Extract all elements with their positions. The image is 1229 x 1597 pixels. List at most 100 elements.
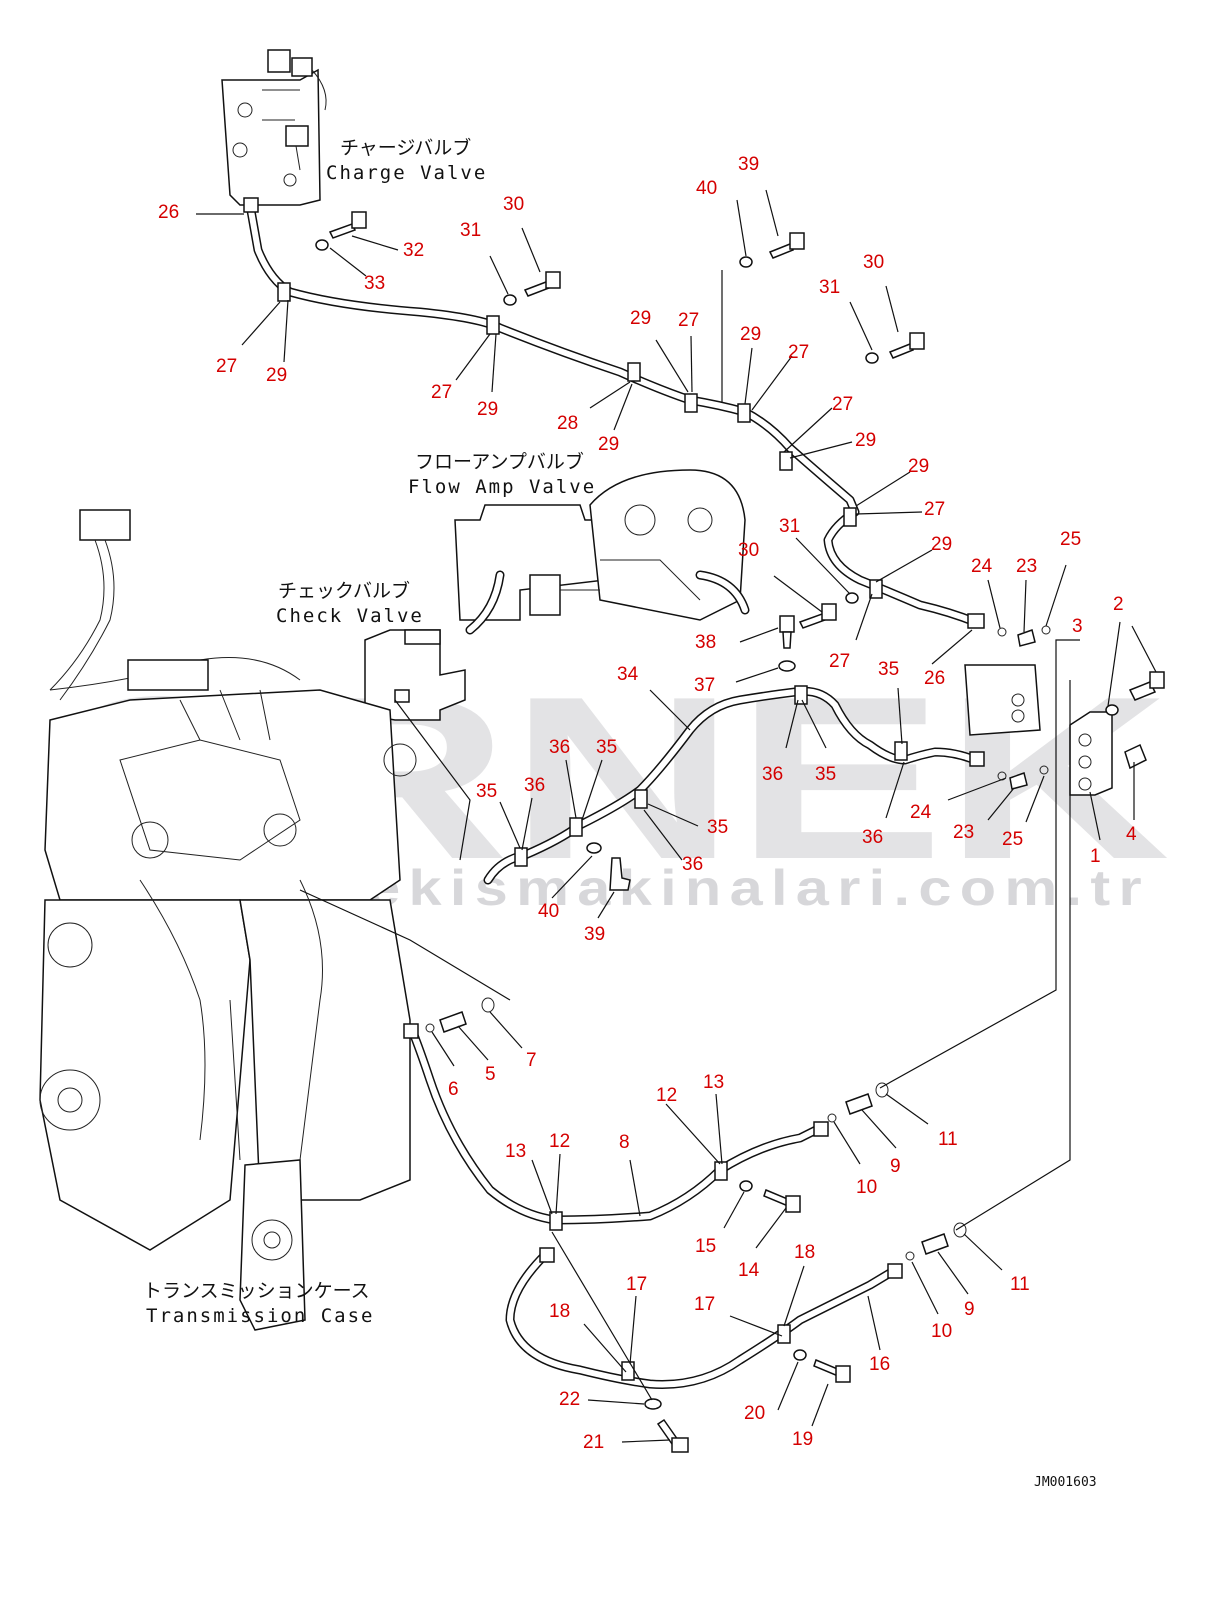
lower-hose-8: [403, 1023, 829, 1231]
flow-amp-valve-drawing: [454, 469, 750, 635]
callout: 30: [503, 194, 524, 215]
flow-amp-valve-label-en: Flow Amp Valve: [408, 476, 596, 498]
transmission-case-label-ja: トランスミッションケース: [143, 1280, 370, 1302]
callout: 27: [832, 394, 853, 415]
callout: 12: [656, 1085, 677, 1106]
part-number-callouts: 26 27 29 30 31 32 33 30 31 27 29 28 29 2…: [158, 154, 1137, 1453]
callout: 32: [403, 240, 424, 261]
callout: 13: [703, 1072, 724, 1093]
callout: 13: [505, 1141, 526, 1162]
callout: 39: [738, 154, 759, 175]
callout: 37: [694, 675, 715, 696]
callout: 33: [364, 273, 385, 294]
callout: 27: [829, 651, 850, 672]
callout: 11: [1010, 1274, 1030, 1295]
callout: 29: [855, 430, 876, 451]
callout: 19: [792, 1429, 813, 1450]
callout: 36: [524, 775, 545, 796]
callout: 18: [549, 1301, 570, 1322]
callout: 29: [740, 324, 761, 345]
callout: 26: [924, 668, 945, 689]
callout: 7: [526, 1050, 537, 1071]
callout: 35: [878, 659, 899, 680]
callout: 16: [869, 1354, 890, 1375]
callout: 29: [477, 399, 498, 420]
callout: 36: [549, 737, 570, 758]
manifold-block: [964, 625, 1165, 796]
charge-valve-drawing: [221, 49, 327, 206]
callout: 29: [598, 434, 619, 455]
callout: 27: [431, 382, 452, 403]
callout: 4: [1126, 824, 1137, 845]
callout: 24: [910, 802, 932, 823]
callout: 29: [908, 456, 929, 477]
flow-amp-valve-label-ja: フローアンプバルブ: [415, 450, 584, 473]
callout: 29: [266, 365, 287, 386]
callout: 30: [738, 540, 759, 561]
callout: 5: [485, 1064, 496, 1085]
callout: 36: [862, 827, 883, 848]
callout: 36: [682, 854, 703, 875]
transmission-case-drawing: [39, 509, 417, 1331]
callout: 8: [619, 1132, 630, 1153]
callout: 25: [1060, 529, 1081, 550]
callout: 36: [762, 764, 783, 785]
callout: 14: [738, 1260, 760, 1281]
callout: 9: [890, 1156, 901, 1177]
callout: 27: [216, 356, 237, 377]
callout: 29: [931, 534, 952, 555]
callout: 1: [1090, 846, 1101, 867]
callout: 6: [448, 1079, 459, 1100]
callout: 20: [744, 1403, 765, 1424]
callout: 27: [924, 499, 945, 520]
upper-hose: [243, 197, 985, 629]
callout: 35: [596, 737, 617, 758]
callout: 39: [584, 924, 605, 945]
callout: 26: [158, 202, 179, 223]
callout: 21: [583, 1432, 604, 1453]
callout: 9: [964, 1299, 975, 1320]
check-valve-label-en: Check Valve: [276, 605, 424, 627]
lower-hose-16: [505, 1247, 903, 1453]
drawing-code: JM001603: [1034, 1475, 1097, 1490]
callout: 30: [863, 252, 884, 273]
callout: 29: [630, 308, 651, 329]
callout: 25: [1002, 829, 1023, 850]
leader-lines: [196, 189, 1157, 1443]
callout: 3: [1072, 616, 1083, 637]
upper-bolts: [315, 211, 925, 672]
check-valve-drawing: [364, 629, 466, 721]
callout: 17: [626, 1274, 647, 1295]
callout: 31: [460, 220, 481, 241]
callout: 15: [695, 1236, 716, 1257]
callout: 18: [794, 1242, 815, 1263]
callout: 31: [779, 516, 800, 537]
charge-valve-label-en: Charge Valve: [326, 162, 487, 184]
callout: 27: [678, 310, 699, 331]
callout: 27: [788, 342, 809, 363]
fittings: [425, 997, 967, 1261]
callout: 38: [695, 632, 716, 653]
callout: 35: [815, 764, 836, 785]
check-valve-label-ja: チェックバルブ: [278, 579, 410, 602]
callout: 17: [694, 1294, 715, 1315]
callout: 34: [617, 664, 639, 685]
middle-hose: [483, 685, 985, 891]
callout: 35: [707, 817, 728, 838]
callout: 22: [559, 1389, 580, 1410]
callout: 40: [538, 901, 559, 922]
callout: 35: [476, 781, 497, 802]
callout: 10: [856, 1177, 877, 1198]
callout: 11: [938, 1129, 958, 1150]
callout: 40: [696, 178, 717, 199]
callout: 12: [549, 1131, 570, 1152]
callout: 2: [1113, 594, 1124, 615]
callout: 23: [953, 822, 974, 843]
callout: 23: [1016, 556, 1037, 577]
callout: 31: [819, 277, 840, 298]
transmission-case-label-en: Transmission Case: [146, 1305, 374, 1327]
callout: 28: [557, 413, 578, 434]
callout: 10: [931, 1321, 952, 1342]
callout: 24: [971, 556, 993, 577]
